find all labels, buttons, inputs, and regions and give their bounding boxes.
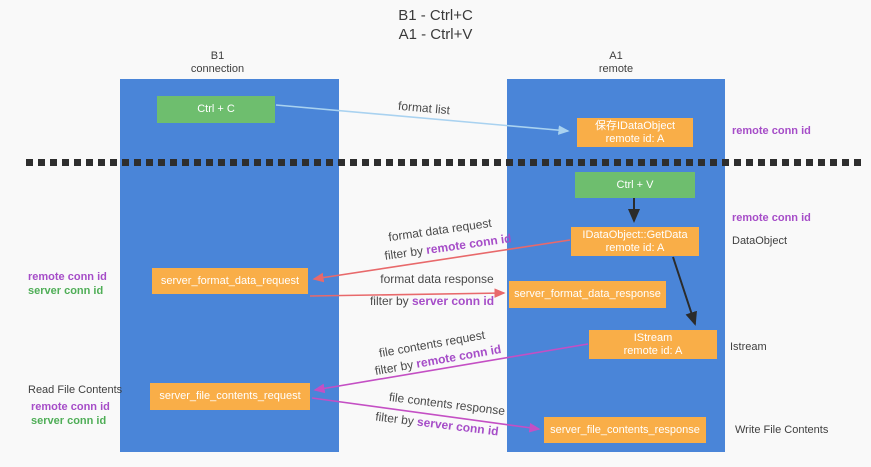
annotation-remote-conn-id-mid: remote conn id bbox=[732, 212, 811, 224]
lane-header-a1: A1 remote bbox=[507, 50, 725, 76]
filter-key-server-conn-id: server conn id bbox=[416, 414, 500, 439]
format-data-response-filter: filter by server conn id bbox=[370, 294, 494, 308]
lane-b1-role: connection bbox=[190, 63, 245, 75]
getdata-line2: remote id: A bbox=[605, 241, 665, 254]
filter-by-text: filter by bbox=[374, 409, 418, 429]
ctrl-c-box: Ctrl + C bbox=[157, 96, 275, 123]
annotation-write-file-contents: Write File Contents bbox=[735, 424, 829, 436]
lane-a1-role: remote bbox=[598, 63, 634, 75]
save-dataobject-line1: 保存IDataObject bbox=[594, 119, 676, 132]
save-dataobject-line2: remote id: A bbox=[605, 132, 665, 145]
format-data-response-label: format data response bbox=[380, 272, 494, 286]
server-file-contents-response-label: server_file_contents_response bbox=[550, 423, 700, 436]
getdata-line1: IDataObject::GetData bbox=[582, 228, 688, 241]
session-separator-line bbox=[26, 159, 862, 166]
annotation-remote-conn-id-2: remote conn id bbox=[31, 401, 110, 413]
filter-key-server-conn-id: server conn id bbox=[411, 294, 495, 308]
lane-header-b1: B1 connection bbox=[108, 50, 327, 76]
annotation-dataobject: DataObject bbox=[732, 235, 788, 247]
save-dataobject-box: 保存IDataObject remote id: A bbox=[577, 118, 693, 147]
ctrl-v-box: Ctrl + V bbox=[575, 172, 695, 198]
server-format-data-request-label: server_format_data_request bbox=[160, 274, 300, 287]
server-file-contents-request-label: server_file_contents_request bbox=[159, 390, 301, 402]
istream-line1: IStream bbox=[633, 331, 673, 344]
annotation-server-conn-id-1: server conn id bbox=[28, 285, 104, 297]
ctrl-c-label: Ctrl + C bbox=[197, 103, 235, 115]
getdata-box: IDataObject::GetData remote id: A bbox=[571, 227, 699, 256]
istream-line2: remote id: A bbox=[623, 344, 683, 357]
server-file-contents-request-box: server_file_contents_request bbox=[150, 383, 310, 410]
server-format-data-response-label: server_format_data_response bbox=[514, 288, 661, 300]
annotation-istream: Istream bbox=[730, 341, 767, 353]
server-format-data-request-box: server_format_data_request bbox=[152, 268, 308, 294]
diagram-title: B1 - Ctrl+C A1 - Ctrl+V bbox=[0, 6, 871, 44]
server-file-contents-response-box: server_file_contents_response bbox=[544, 417, 706, 443]
filter-by-text: filter by bbox=[383, 243, 428, 263]
filter-by-text: filter by bbox=[369, 294, 412, 308]
lane-a1-name: A1 bbox=[609, 50, 623, 62]
annotation-server-conn-id-2: server conn id bbox=[31, 415, 107, 427]
format-list-label: format list bbox=[397, 98, 451, 118]
title-line-1: B1 - Ctrl+C bbox=[398, 7, 473, 24]
annotation-remote-conn-id-top: remote conn id bbox=[732, 125, 811, 137]
title-line-2: A1 - Ctrl+V bbox=[398, 26, 473, 43]
annotation-remote-conn-id-1: remote conn id bbox=[28, 271, 107, 283]
annotation-read-file-contents: Read File Contents bbox=[28, 384, 123, 396]
ctrl-v-label: Ctrl + V bbox=[616, 178, 654, 191]
server-format-data-response-box: server_format_data_response bbox=[509, 281, 666, 308]
istream-box: IStream remote id: A bbox=[589, 330, 717, 359]
lane-b1-name: B1 bbox=[210, 50, 225, 62]
